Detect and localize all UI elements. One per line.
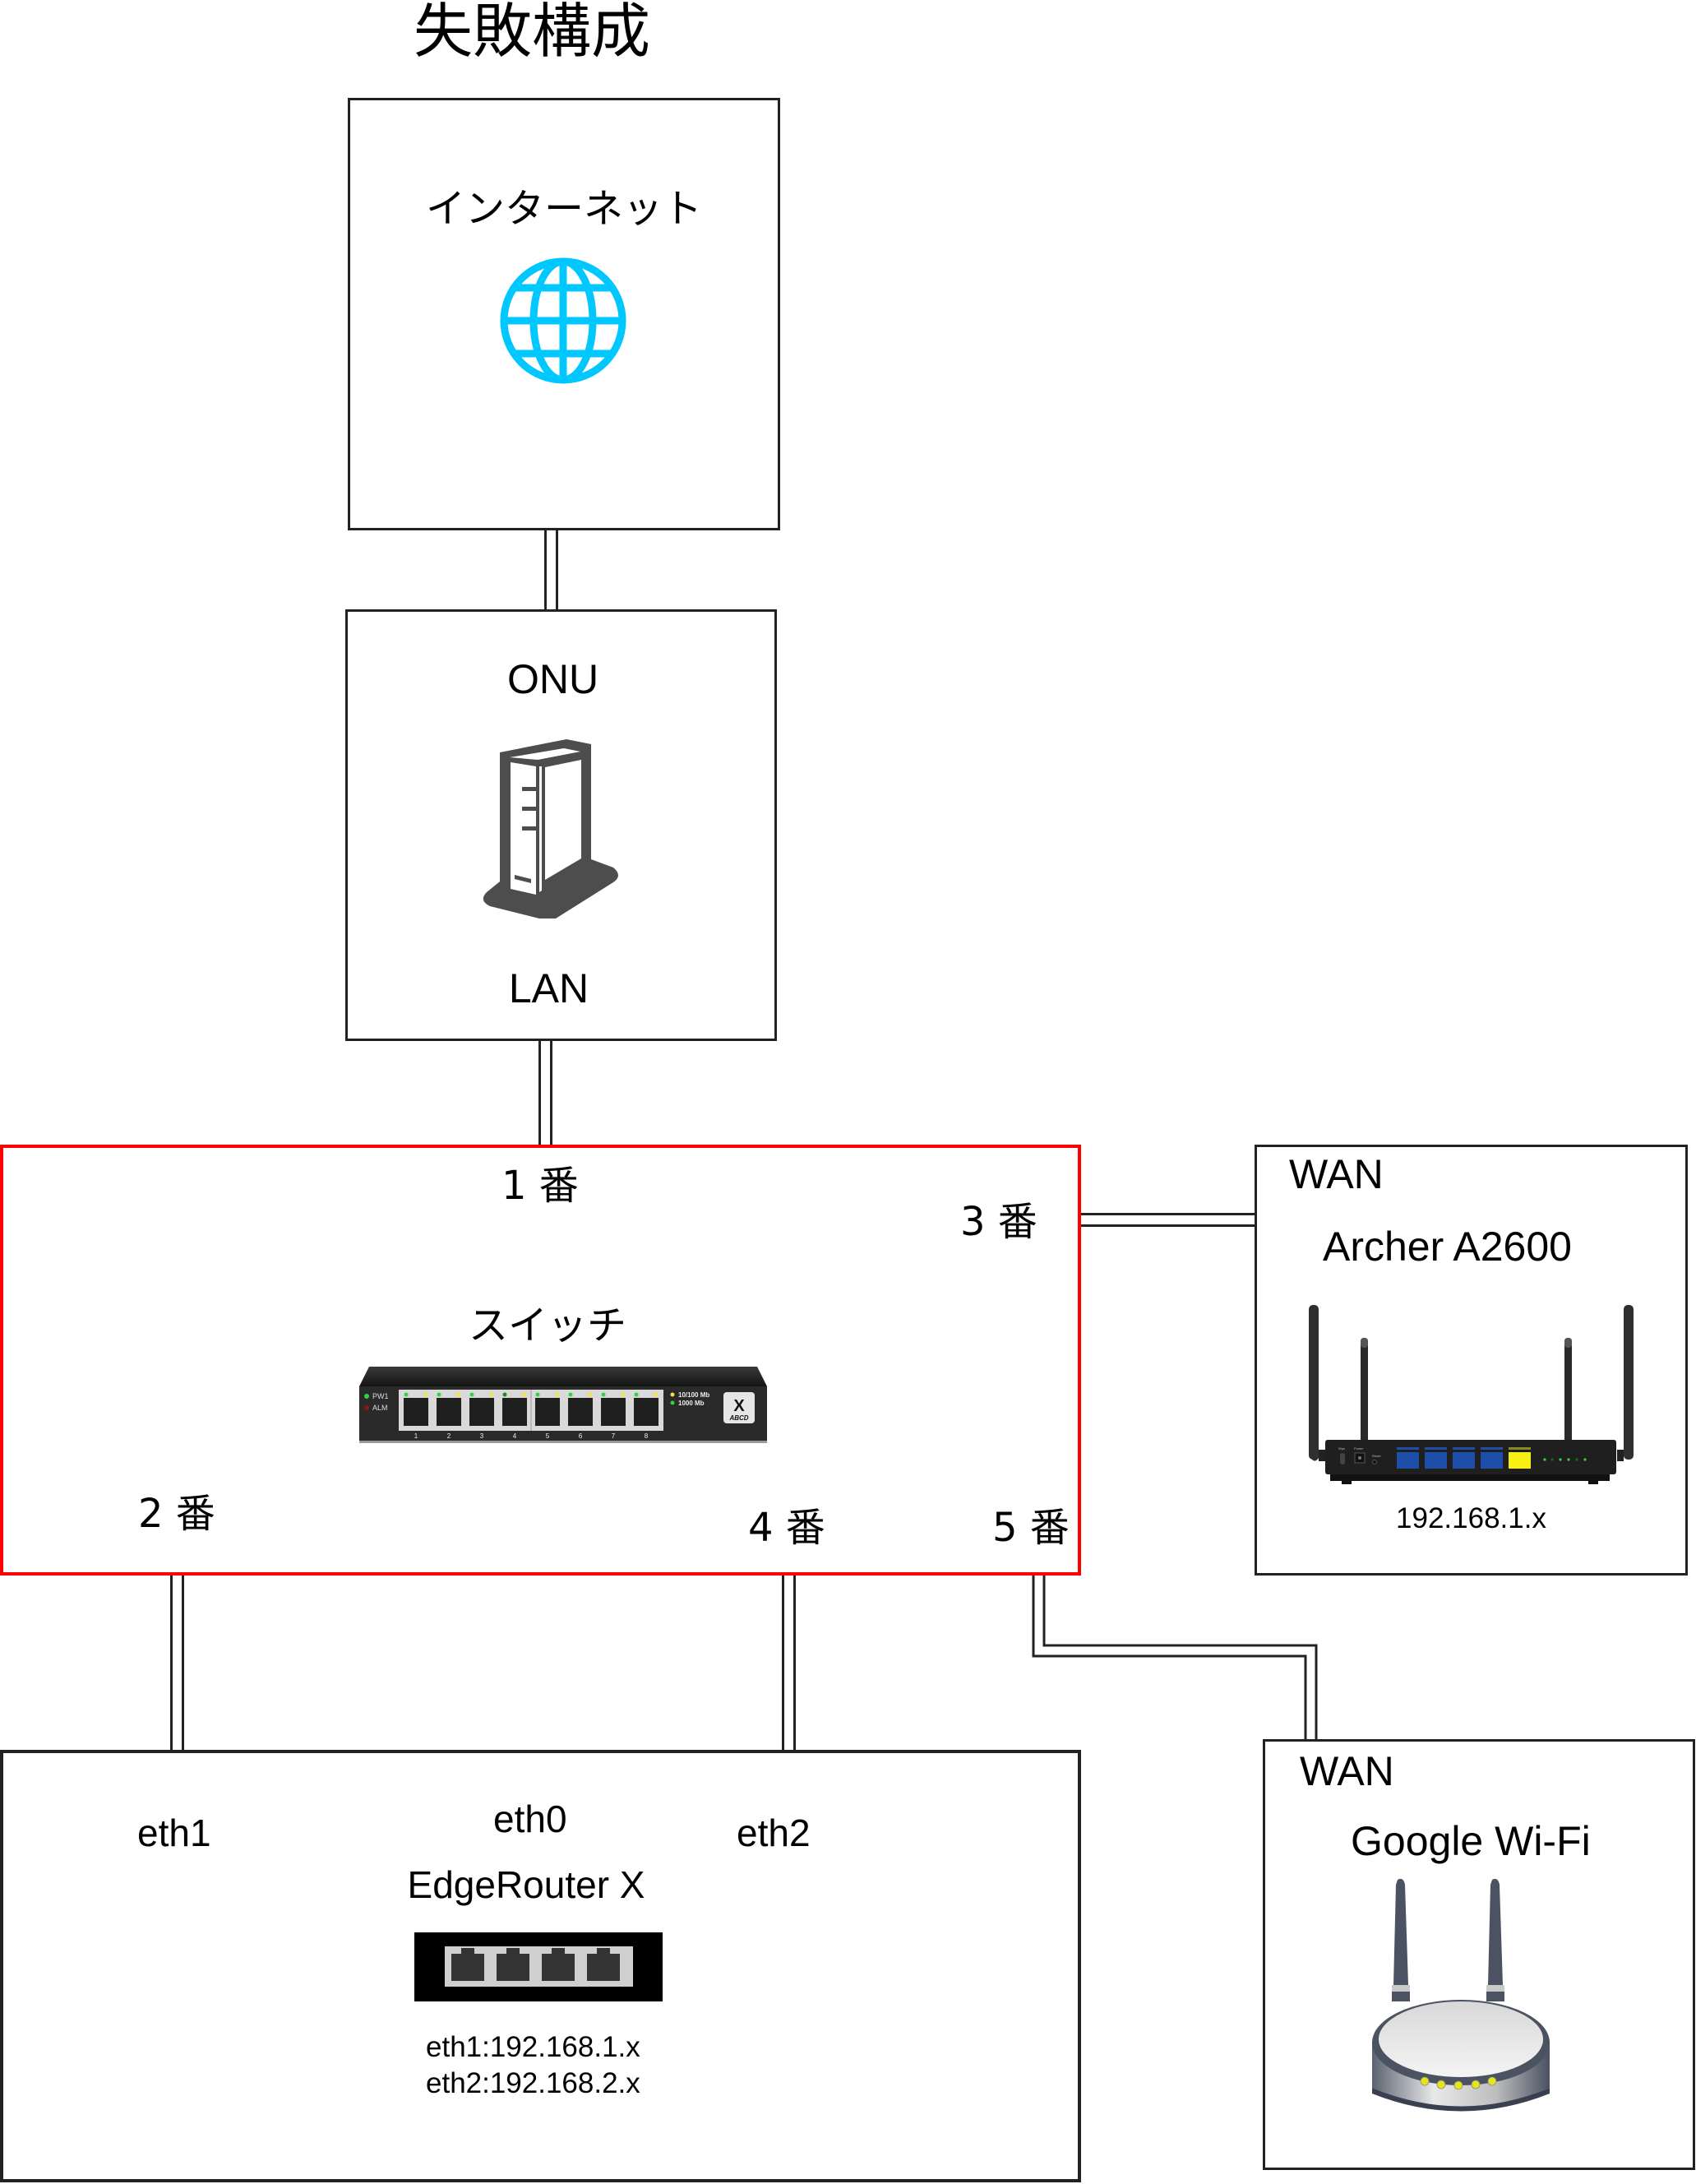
archer-reset-label: Reset: [1372, 1454, 1381, 1458]
edgerouter-ip-list: eth1:192.168.1.x eth2:192.168.2.x: [426, 2029, 640, 2102]
google-wifi-name: Google Wi-Fi: [1351, 1818, 1591, 1864]
edgerouter-eth1-ip: eth1:192.168.1.x: [426, 2031, 640, 2063]
onu-node: ONU LAN: [345, 609, 777, 1041]
archer-wps-label: Wps: [1338, 1446, 1345, 1451]
switch-node: 1 番 3 番 スイッチ PW1 ALM: [0, 1145, 1081, 1576]
legend-1000: 1000 Mb: [678, 1400, 705, 1407]
wifi-router-icon: [1370, 1878, 1551, 2121]
switch-port3-label: 3 番: [960, 1199, 1037, 1245]
switch-badge-letter: X: [733, 1397, 745, 1415]
sw-port-num: 4: [513, 1432, 517, 1440]
archer-name: Archer A2600: [1323, 1224, 1572, 1270]
edgerouter-eth2-label: eth2: [737, 1812, 811, 1854]
onu-lan-label: LAN: [508, 965, 589, 1011]
onu-device-icon: [482, 738, 626, 918]
sw-port-num: 7: [612, 1432, 616, 1440]
switch-port1-label: 1 番: [501, 1163, 579, 1209]
edgerouter-eth1-label: eth1: [137, 1812, 211, 1854]
sw-port-num: 1: [414, 1432, 418, 1440]
router-4-antenna-icon: Wps Power Reset: [1309, 1303, 1634, 1488]
sw-port-num: 2: [447, 1432, 451, 1440]
onu-label: ONU: [506, 656, 599, 702]
switch-port4-label: 4 番: [748, 1505, 825, 1551]
internet-node: インターネット: [348, 98, 780, 530]
led-label-pw1: PW1: [372, 1392, 389, 1400]
switch-port5-label: 5 番: [992, 1505, 1070, 1551]
archer-ip: 192.168.1.x: [1396, 1502, 1546, 1534]
edgerouter-eth2-ip: eth2:192.168.2.x: [426, 2067, 640, 2099]
switch-label: スイッチ: [469, 1303, 627, 1349]
globe-icon: [497, 255, 629, 386]
wire-port3-archer: [1079, 1213, 1256, 1227]
sw-port-num: 8: [645, 1432, 649, 1440]
sw-port-num: 6: [579, 1432, 583, 1440]
legend-10-100: 10/100 Mb: [678, 1391, 709, 1399]
archer-a2600-node: WAN Archer A2600 Wps Power Reset: [1255, 1145, 1688, 1576]
google-wifi-node: WAN Google Wi-Fi: [1263, 1739, 1695, 2170]
wire-internet-onu: [544, 528, 558, 611]
sw-port-num: 3: [480, 1432, 484, 1440]
4-port-router-icon: [414, 1932, 663, 2001]
edgerouter-x-node: eth1 eth0 eth2 EdgeRouter X eth1:192.168…: [0, 1750, 1081, 2182]
wire-port2-eth1: [170, 1574, 184, 1752]
switch-port2-label: 2 番: [138, 1491, 215, 1537]
wire-port4-eth2: [782, 1574, 796, 1752]
switch-badge-brand: ABCD: [728, 1414, 748, 1422]
sw-port-num: 5: [546, 1432, 550, 1440]
edgerouter-eth0-label: eth0: [493, 1798, 567, 1840]
wire-onu-switch-port1: [538, 1039, 552, 1146]
archer-wan-label: WAN: [1289, 1151, 1384, 1197]
archer-power-label: Power: [1354, 1446, 1364, 1451]
diagram-title: 失敗構成: [414, 0, 651, 66]
edgerouter-name: EdgeRouter X: [407, 1863, 645, 1906]
internet-label: インターネット: [425, 186, 702, 232]
8-port-switch-icon: PW1 ALM 1 2 3 4 5 6 7: [359, 1365, 767, 1443]
google-wifi-wan-label: WAN: [1300, 1748, 1394, 1794]
led-label-alm: ALM: [372, 1404, 388, 1412]
wire-port5-google-wifi: [1032, 1571, 1318, 1743]
